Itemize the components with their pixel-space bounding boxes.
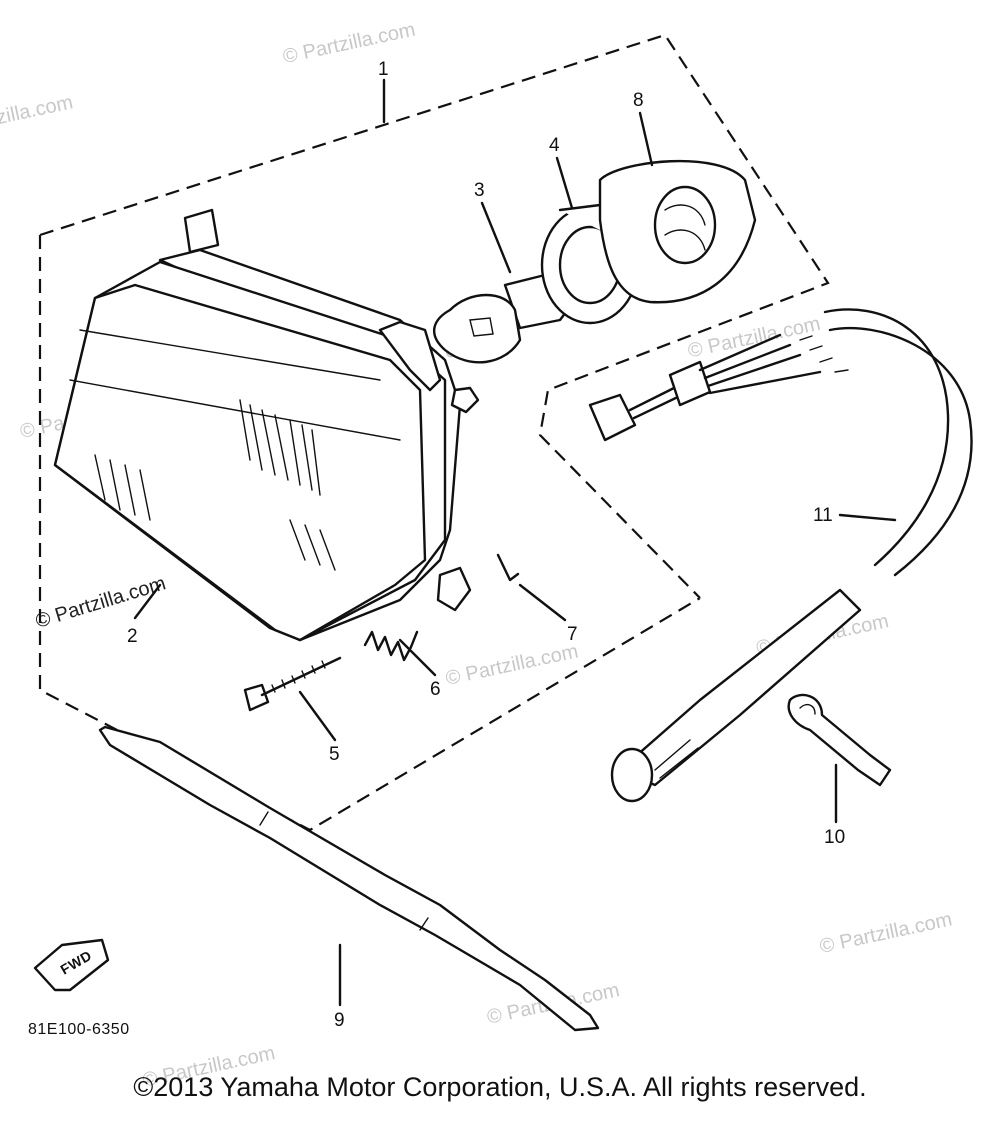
leader-8: [638, 111, 654, 167]
callout-5: 5: [329, 744, 340, 765]
callout-4: 4: [549, 135, 560, 156]
callout-1: 1: [378, 59, 389, 80]
leader-6: [398, 638, 437, 677]
leader-4: [555, 156, 574, 210]
watermark: © Partzilla.com: [818, 908, 954, 958]
diagram-code: 81E100-6350: [28, 1021, 130, 1038]
callout-2: 2: [127, 626, 138, 647]
callout-9: 9: [334, 1010, 345, 1031]
leader-2: [133, 583, 162, 620]
callout-11: 11: [813, 505, 833, 526]
callout-7: 7: [567, 624, 578, 645]
spring: [363, 630, 419, 662]
wire-clamp: [787, 693, 892, 787]
screw: [243, 656, 342, 712]
callout-6: 6: [430, 679, 441, 700]
callout-3: 3: [474, 180, 485, 201]
watermark: © Partzilla.com: [0, 91, 75, 141]
callout-8: 8: [633, 90, 644, 111]
watermark: © Partzilla.com: [281, 19, 417, 69]
leader-7: [518, 583, 567, 622]
leader-5: [298, 690, 337, 742]
watermark: © Partzilla.com: [686, 313, 822, 363]
clip: [496, 553, 520, 582]
bracket-strip: [98, 725, 600, 1032]
headlight-unit: [53, 208, 480, 642]
callout-10: 10: [824, 827, 845, 848]
leader-3: [480, 201, 512, 274]
fwd-arrow: FWD: [33, 938, 110, 992]
leader-11: [838, 513, 897, 522]
bulb: [433, 273, 577, 364]
copyright-notice: ©2013 Yamaha Motor Corporation, U.S.A. A…: [133, 1072, 867, 1102]
rubber-cover: [598, 159, 757, 304]
wire-harness: [588, 308, 973, 803]
watermark: © Partzilla.com: [444, 640, 580, 690]
